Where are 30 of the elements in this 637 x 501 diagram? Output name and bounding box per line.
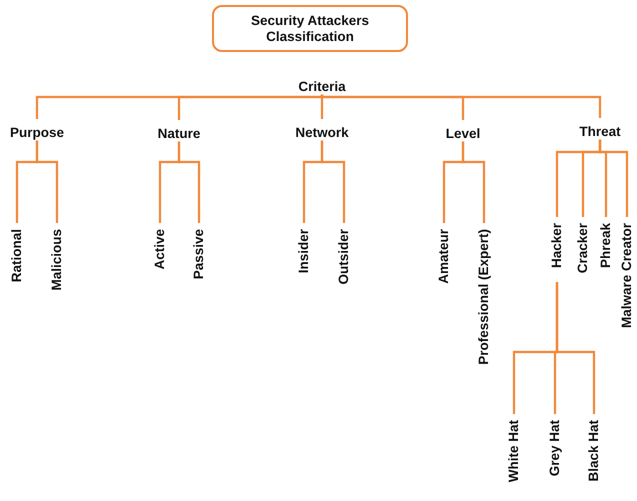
- connector-line: [178, 142, 200, 223]
- leaf-label: Professional (Expert): [476, 229, 492, 365]
- category-label: Purpose: [10, 125, 64, 141]
- leaf-label: Outsider: [336, 229, 352, 285]
- leaf-label: Phreak: [598, 223, 614, 268]
- category-label: Criteria: [298, 79, 346, 95]
- category-label: Nature: [158, 126, 200, 142]
- category-label: Threat: [579, 124, 621, 140]
- leaf-label: Malware Creator: [619, 223, 635, 328]
- category-label: Level: [446, 126, 480, 142]
- leaf-label: Cracker: [575, 223, 591, 274]
- leaf-label: Hacker: [549, 223, 565, 268]
- leaf-label: Passive: [191, 229, 207, 280]
- connector-line: [462, 142, 486, 223]
- leaf-label: Amateur: [436, 229, 452, 284]
- connector-line: [556, 282, 596, 414]
- title-box: Security Attackers Classification: [212, 5, 408, 52]
- leaf-label: Rational: [9, 229, 25, 282]
- leaf-label: Grey Hat: [547, 420, 563, 476]
- category-label: Network: [295, 125, 349, 141]
- connector-line: [320, 94, 602, 118]
- connector-line: [36, 140, 58, 223]
- connector-line: [320, 140, 346, 223]
- leaf-label: Black Hat: [586, 420, 602, 482]
- leaf-label: Malicious: [49, 229, 65, 291]
- leaf-label: White Hat: [506, 420, 522, 482]
- connector-line: [598, 140, 628, 217]
- connector-line: [178, 94, 324, 120]
- leaf-label: Insider: [296, 229, 312, 274]
- leaf-label: Active: [152, 229, 168, 270]
